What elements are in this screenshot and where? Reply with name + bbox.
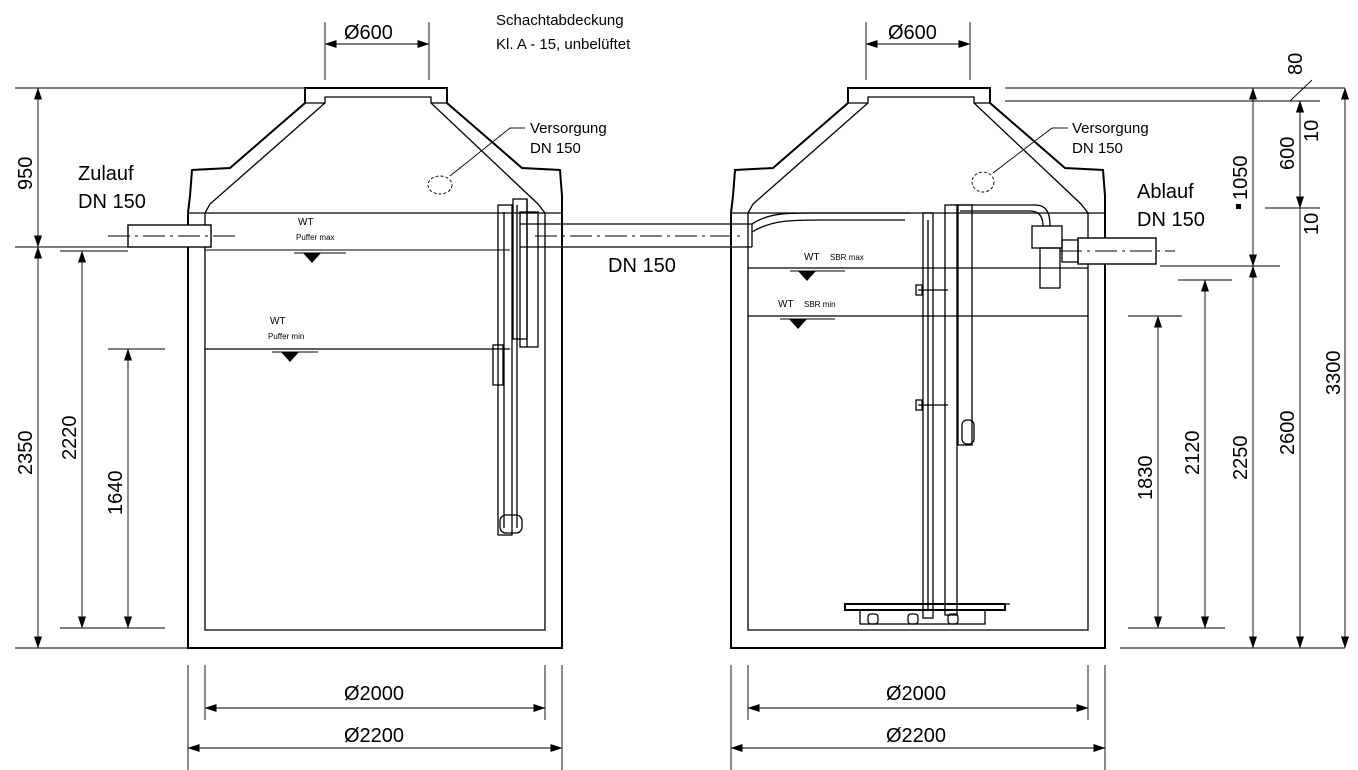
left-wt-min-marker	[281, 352, 299, 362]
dim-2220: 2220	[59, 416, 81, 461]
dim-950: 950	[15, 157, 37, 190]
dim-2250: 2250	[1230, 436, 1252, 481]
connecting-pipe	[520, 212, 910, 248]
dim-2350: 2350	[15, 431, 37, 476]
left-pump-assembly	[492, 198, 539, 536]
right-wt-min-sub: SBR min	[804, 300, 836, 309]
right-dia-inner: Ø2000	[886, 683, 946, 705]
right-wt-min-label: WT	[778, 299, 794, 310]
right-tank-cone	[732, 87, 1106, 213]
right-wt-min-marker	[789, 319, 807, 329]
right-wt-max-marker	[798, 271, 816, 281]
outlet-fitting	[955, 204, 1079, 289]
left-dia-outer: Ø2200	[344, 725, 404, 747]
left-supply-dn: DN 150	[530, 140, 581, 157]
dim-1640: 1640	[105, 471, 127, 516]
right-dia-outer: Ø2200	[886, 725, 946, 747]
dim-600: 600	[1277, 137, 1299, 170]
dim-1830: 1830	[1135, 456, 1157, 501]
left-wt-min-sub: Puffer min	[268, 332, 304, 341]
cover-label-line1: Schachtabdeckung	[496, 12, 624, 29]
dim-10-top: 10	[1301, 120, 1323, 142]
left-wt-max-sub: Puffer max	[296, 233, 335, 242]
left-wt-max-label: WT	[298, 217, 314, 228]
dim-10-bottom: 10	[1301, 213, 1323, 235]
left-dia-inner: Ø2000	[344, 683, 404, 705]
connecting-pipe-label: DN 150	[608, 255, 676, 277]
left-wt-min-label: WT	[270, 316, 286, 327]
dim-2120: 2120	[1182, 431, 1204, 476]
left-wt-max-marker	[303, 253, 321, 263]
right-tank-outer-wall	[730, 213, 1106, 649]
dim-2600: 2600	[1277, 411, 1299, 456]
left-supply-label: Versorgung	[530, 120, 607, 137]
outlet-label: Ablauf	[1137, 181, 1194, 203]
left-opening-dim: Ø600	[344, 22, 393, 44]
right-supply-label: Versorgung	[1072, 120, 1149, 137]
left-tank	[108, 87, 563, 649]
dim-1050: 1050	[1230, 156, 1252, 201]
cover-label-line2: Kl. A - 15, unbelüftet	[496, 36, 631, 53]
dim-80: 80	[1285, 53, 1307, 75]
left-tank-inner-wall	[204, 213, 546, 631]
right-tank-inner-wall	[747, 213, 1089, 631]
left-tank-outer-wall	[187, 213, 563, 649]
dimension-lines	[15, 22, 1349, 770]
right-tank	[730, 87, 1175, 649]
left-supply-opening	[427, 175, 453, 195]
right-wt-max-sub: SBR max	[830, 253, 864, 262]
right-supply-opening	[971, 171, 995, 193]
right-aerator-assembly	[844, 204, 1010, 625]
outlet-dn: DN 150	[1137, 209, 1205, 231]
right-opening-dim: Ø600	[888, 22, 937, 44]
inlet-label: Zulauf	[78, 163, 134, 185]
right-supply-dn: DN 150	[1072, 140, 1123, 157]
inlet-dn: DN 150	[78, 191, 146, 213]
left-tank-cone	[189, 87, 563, 213]
dim-3300: 3300	[1323, 351, 1345, 396]
right-wt-max-label: WT	[804, 252, 820, 263]
